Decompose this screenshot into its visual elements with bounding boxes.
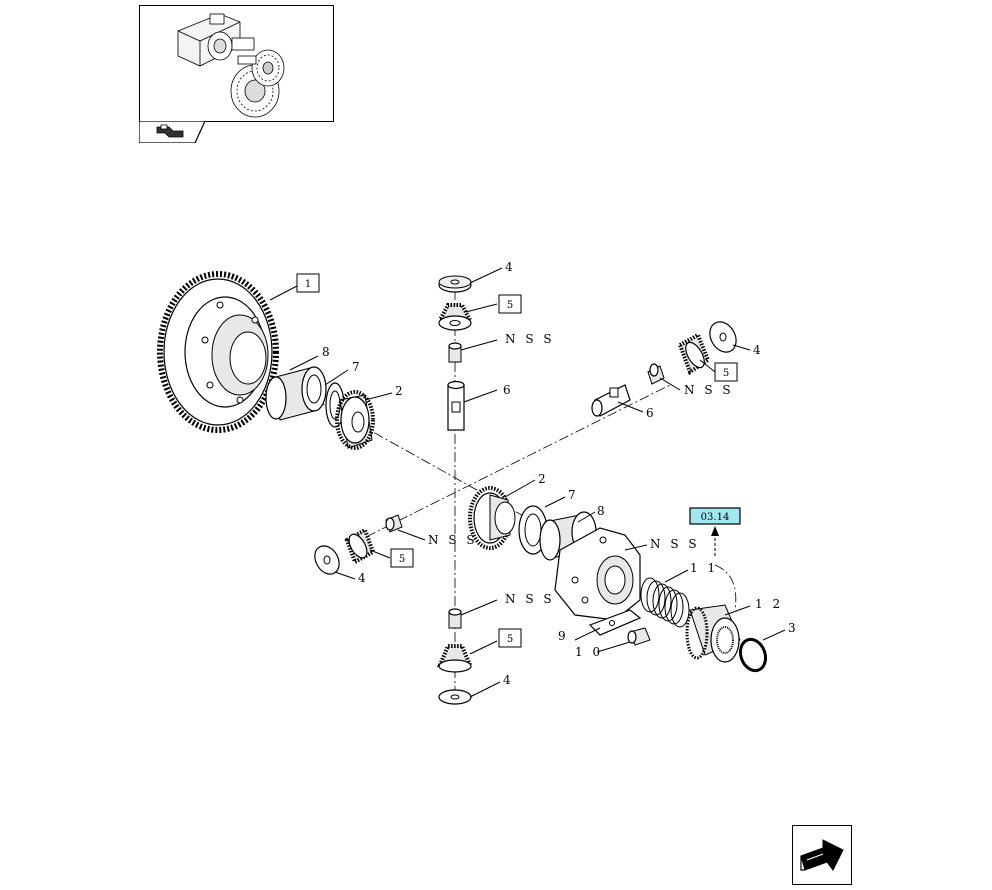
- callout-6-top: 6: [503, 383, 514, 397]
- ring-gear: [157, 271, 279, 433]
- sleeve-upper: [265, 366, 327, 421]
- reference-box[interactable]: [689, 507, 741, 525]
- left-pin: [385, 514, 403, 533]
- svg-text:5: 5: [399, 554, 405, 565]
- svg-text:1: 1: [305, 279, 311, 290]
- callout-2b: 2: [538, 472, 549, 486]
- spring: [640, 577, 690, 628]
- top-pin: [448, 342, 462, 363]
- reference-arrow: [711, 526, 719, 558]
- leader-lines: [269, 267, 786, 698]
- right-pinion: [677, 332, 711, 376]
- callout-2a: 2: [395, 384, 406, 398]
- axis-cross: [349, 384, 671, 546]
- back-tab[interactable]: [138, 120, 206, 144]
- callout-nss-bottom: N S S: [505, 592, 555, 606]
- top-pinion: [436, 303, 474, 331]
- callout-7a: 7: [352, 360, 363, 374]
- callout-8a: 8: [322, 345, 333, 359]
- bolt: [627, 627, 651, 646]
- next-page-arrow-icon: [800, 839, 844, 871]
- axis-ref: [714, 564, 737, 611]
- side-gear-upper: [335, 390, 375, 450]
- callout-5-bottom: 5: [498, 628, 522, 648]
- diff-housing: [554, 527, 641, 621]
- callout-nss-left: N S S: [428, 533, 478, 547]
- svg-text:5: 5: [723, 368, 729, 379]
- callout-5-top: 5: [498, 294, 522, 314]
- right-washer: [709, 321, 737, 353]
- callout-nss-mid: N S S: [650, 537, 700, 551]
- callout-nss-top: N S S: [505, 332, 555, 346]
- callout-4-left: 4: [358, 571, 369, 585]
- callout-1: 1: [296, 273, 320, 293]
- callout-11: 1 1: [690, 561, 718, 575]
- reference-link[interactable]: 03.14: [689, 507, 741, 525]
- bottom-washer: [438, 689, 472, 705]
- circlip: [738, 637, 768, 673]
- svg-text:5: 5: [507, 300, 513, 311]
- callout-6-right: 6: [646, 406, 657, 420]
- top-shaft: [447, 380, 465, 431]
- lock-plate: [588, 609, 642, 636]
- callout-12: 1 2: [755, 597, 783, 611]
- reference-label[interactable]: 03.14: [701, 512, 730, 523]
- right-shaft: [591, 384, 631, 417]
- side-gear-lower: [468, 486, 516, 550]
- callout-5-right: 5: [714, 362, 738, 382]
- left-pinion: [344, 527, 376, 565]
- callout-7b: 7: [568, 488, 579, 502]
- assembly-thumbnail[interactable]: [139, 5, 334, 122]
- callout-3: 3: [788, 621, 799, 635]
- next-page-button[interactable]: [792, 825, 852, 885]
- bottom-pin: [448, 608, 462, 629]
- assembly-thumbnail-icon: [177, 13, 285, 118]
- callout-9: 9: [558, 629, 569, 643]
- callout-nss-right: N S S: [684, 383, 734, 397]
- bottom-pinion: [436, 644, 474, 673]
- callout-4-right: 4: [753, 343, 764, 357]
- callout-4-bottom: 4: [503, 673, 514, 687]
- svg-text:5: 5: [507, 634, 513, 645]
- callout-5-left: 5: [390, 548, 414, 568]
- coupler: [685, 604, 741, 663]
- callout-4-top: 4: [505, 260, 516, 274]
- back-arrow-icon: [138, 120, 206, 144]
- top-washer: [438, 275, 472, 293]
- right-pin: [647, 363, 665, 385]
- callout-10: 1 0: [575, 645, 603, 659]
- callout-8b: 8: [597, 504, 608, 518]
- left-washer: [314, 545, 340, 575]
